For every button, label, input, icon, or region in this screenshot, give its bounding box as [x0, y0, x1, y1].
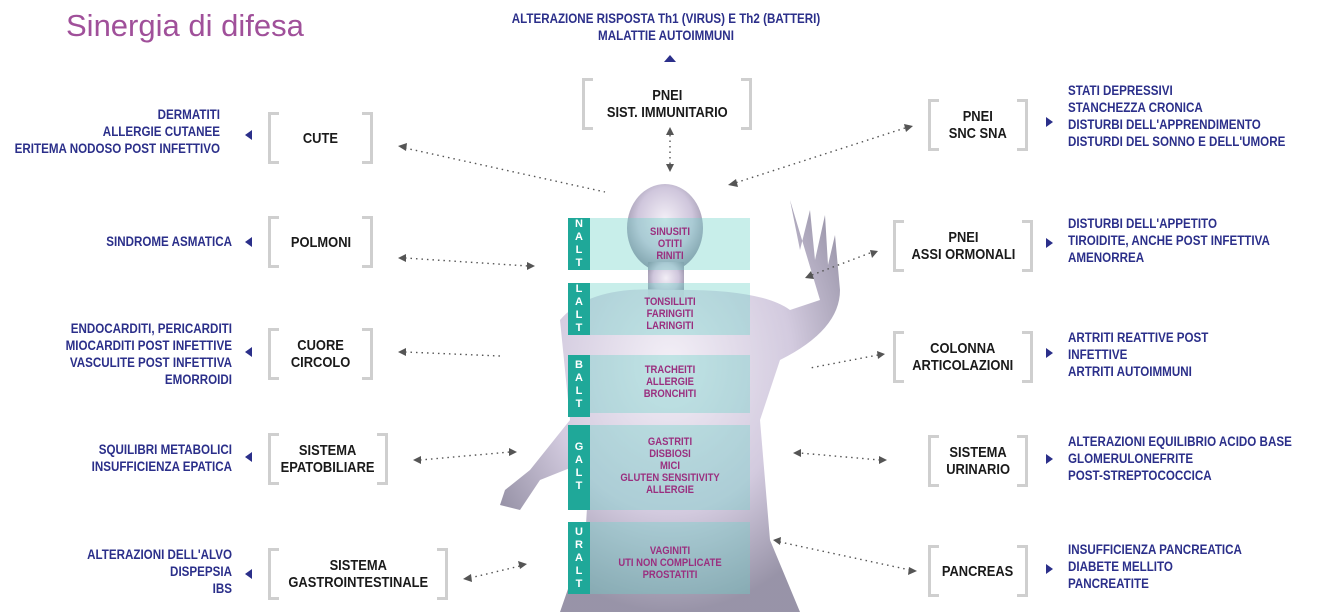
- box-cute: CUTE: [268, 112, 373, 164]
- triangle-right-icon: [1046, 117, 1053, 127]
- box-pancreas: PANCREAS: [928, 545, 1028, 597]
- list-polmoni: SINDROME ASMATICA: [106, 234, 232, 249]
- top-label: ALTERAZIONE RISPOSTA Th1 (VIRUS) E Th2 (…: [511, 11, 821, 43]
- band-galt: [590, 425, 750, 510]
- band-uralt: [590, 522, 750, 594]
- triangle-left-icon: [245, 237, 252, 247]
- box-polmoni: POLMONI: [268, 216, 373, 268]
- triangle-left-icon: [245, 452, 252, 462]
- triangle-up-icon: [664, 55, 676, 62]
- triangle-left-icon: [245, 347, 252, 357]
- connector-lines: [404, 127, 911, 579]
- triangle-left-icon: [245, 130, 252, 140]
- triangle-left-icon: [245, 569, 252, 579]
- band-nalt: [590, 218, 750, 270]
- triangle-right-icon: [1046, 348, 1053, 358]
- connector-arrowheads: [398, 124, 917, 582]
- triangle-right-icon: [1046, 238, 1053, 248]
- band-balt: [590, 355, 750, 413]
- band-lalt: [590, 283, 750, 335]
- page-title: Sinergia di difesa: [66, 8, 304, 43]
- triangle-right-icon: [1046, 454, 1053, 464]
- triangle-right-icon: [1046, 564, 1053, 574]
